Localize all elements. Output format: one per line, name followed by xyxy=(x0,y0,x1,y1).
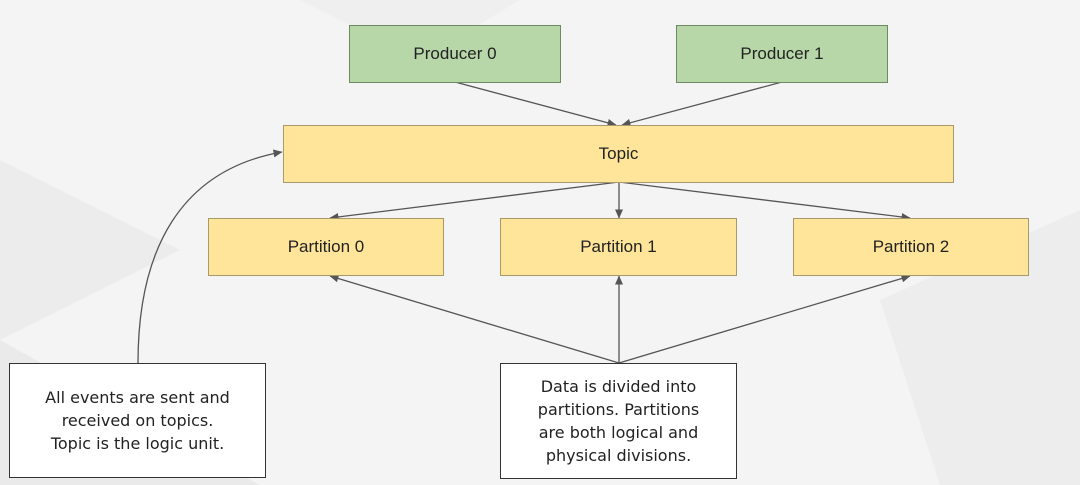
topics-note: All events are sent and received on topi… xyxy=(9,363,266,478)
partition-0-box[interactable]: Partition 0 xyxy=(208,218,444,276)
partitions-note-text: Data is divided into partitions. Partiti… xyxy=(538,375,699,467)
topics-note-line: Topic is the logic unit. xyxy=(50,434,225,453)
topic-box[interactable]: Topic xyxy=(283,125,954,183)
producer-0-box[interactable]: Producer 0 xyxy=(349,25,561,83)
producer-1-label: Producer 1 xyxy=(740,44,824,63)
producer-0-label: Producer 0 xyxy=(413,44,497,63)
partition-2-label: Partition 2 xyxy=(872,237,950,256)
producer-1-box[interactable]: Producer 1 xyxy=(676,25,888,83)
topics-note-text: All events are sent and received on topi… xyxy=(45,386,230,455)
partitions-note-line: physical divisions. xyxy=(545,446,692,465)
partitions-note-line: partitions. Partitions xyxy=(537,400,700,419)
topics-note-line: All events are sent and xyxy=(45,388,230,407)
partition-0-label: Partition 0 xyxy=(287,237,365,256)
topic-label: Topic xyxy=(598,144,639,163)
partition-2-box[interactable]: Partition 2 xyxy=(793,218,1029,276)
topics-note-line: received on topics. xyxy=(61,411,214,430)
partition-1-label: Partition 1 xyxy=(580,237,657,256)
partitions-note-line: are both logical and xyxy=(538,423,699,442)
partitions-note-line: Data is divided into xyxy=(540,377,697,396)
partition-1-box[interactable]: Partition 1 xyxy=(500,218,737,276)
partitions-note: Data is divided into partitions. Partiti… xyxy=(500,363,737,479)
